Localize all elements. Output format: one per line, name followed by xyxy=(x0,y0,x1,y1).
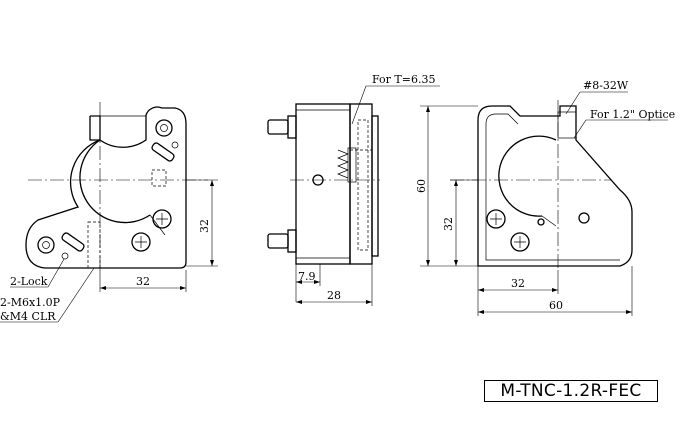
side-view: For T=6.35 7.9 28 xyxy=(267,73,440,306)
front-width-dim: 32 xyxy=(136,275,150,288)
back-width-total-dim: 60 xyxy=(549,299,563,312)
side-offset-dim: 7.9 xyxy=(298,270,316,283)
back-height-center-dim: 32 xyxy=(442,217,455,231)
back-view-outline xyxy=(477,105,633,267)
m6-label-line1: 2-M6x1.0P xyxy=(0,296,61,309)
side-width-dim: 28 xyxy=(327,289,341,302)
thread-label: #8-32W xyxy=(583,79,629,92)
for-t-label: For T=6.35 xyxy=(372,73,435,86)
lock-label: 2-Lock xyxy=(10,275,48,288)
back-view: #8-32W For 1.2" Optice 60 32 32 60 xyxy=(415,79,675,316)
front-view-outline xyxy=(25,106,187,269)
back-height-total-dim: 60 xyxy=(415,179,428,193)
back-width-center-dim: 32 xyxy=(511,277,525,290)
front-height-dim: 32 xyxy=(198,219,211,233)
model-number: M-TNC-1.2R-FEC xyxy=(484,380,658,402)
optic-label: For 1.2" Optice xyxy=(590,108,675,121)
m6-label-line2: &M4 CLR xyxy=(0,310,56,323)
front-view: 32 32 2-Lock 2-M6x1.0P &M4 CLR xyxy=(0,102,218,323)
